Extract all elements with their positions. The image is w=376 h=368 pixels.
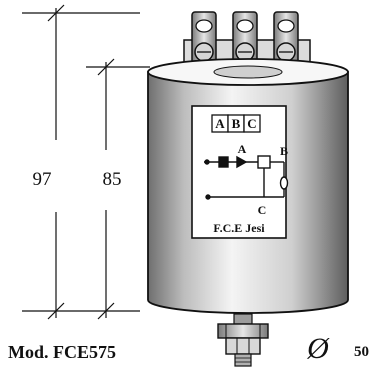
label-plate: A B C A B C F.C.E Jesi [191,105,289,239]
terminal-3 [273,11,299,65]
terminal-3-hole [277,19,295,33]
dimension-85-label: 85 [103,169,122,190]
stud-neck [233,313,253,325]
circuit-schematic [204,155,289,200]
terminal-2-hole [236,19,254,33]
circuit-resistor [279,176,289,190]
dim97-top-tick [47,4,65,22]
stud-nut [225,337,261,355]
circuit-label-a: A [238,142,247,156]
dimension-97 [22,4,140,320]
dimension-85 [86,58,150,320]
terminal-seat [213,65,283,79]
model-label: Mod. FCE575 [8,342,116,362]
phase-label-c: C [247,116,256,131]
mounting-stud [217,313,269,367]
dim97-bottom-tick [47,302,65,320]
terminal-1 [191,11,217,65]
circuit-fuse [218,156,229,168]
terminal-2 [232,11,258,65]
circuit-input-node [204,159,210,165]
phase-label-a: A [215,116,225,131]
dimension-97-label: 97 [33,169,52,190]
dim85-top-tick [97,58,115,76]
phase-box-c [243,114,261,133]
circuit-label-c: C [258,203,267,217]
circuit-junction-box [257,155,271,169]
circuit-arrow [236,155,248,169]
circuit-ground-node [205,194,211,200]
circuit-label-b: B [280,144,288,158]
diameter-symbol: Ø [306,332,330,365]
dim85-bottom-tick [97,302,115,320]
terminal-1-hole [195,19,213,33]
manufacturer-label: F.C.E Jesi [213,221,265,235]
diameter-value: 50 [354,344,369,360]
phase-label-b: B [232,116,241,131]
stud-thread [234,353,252,367]
